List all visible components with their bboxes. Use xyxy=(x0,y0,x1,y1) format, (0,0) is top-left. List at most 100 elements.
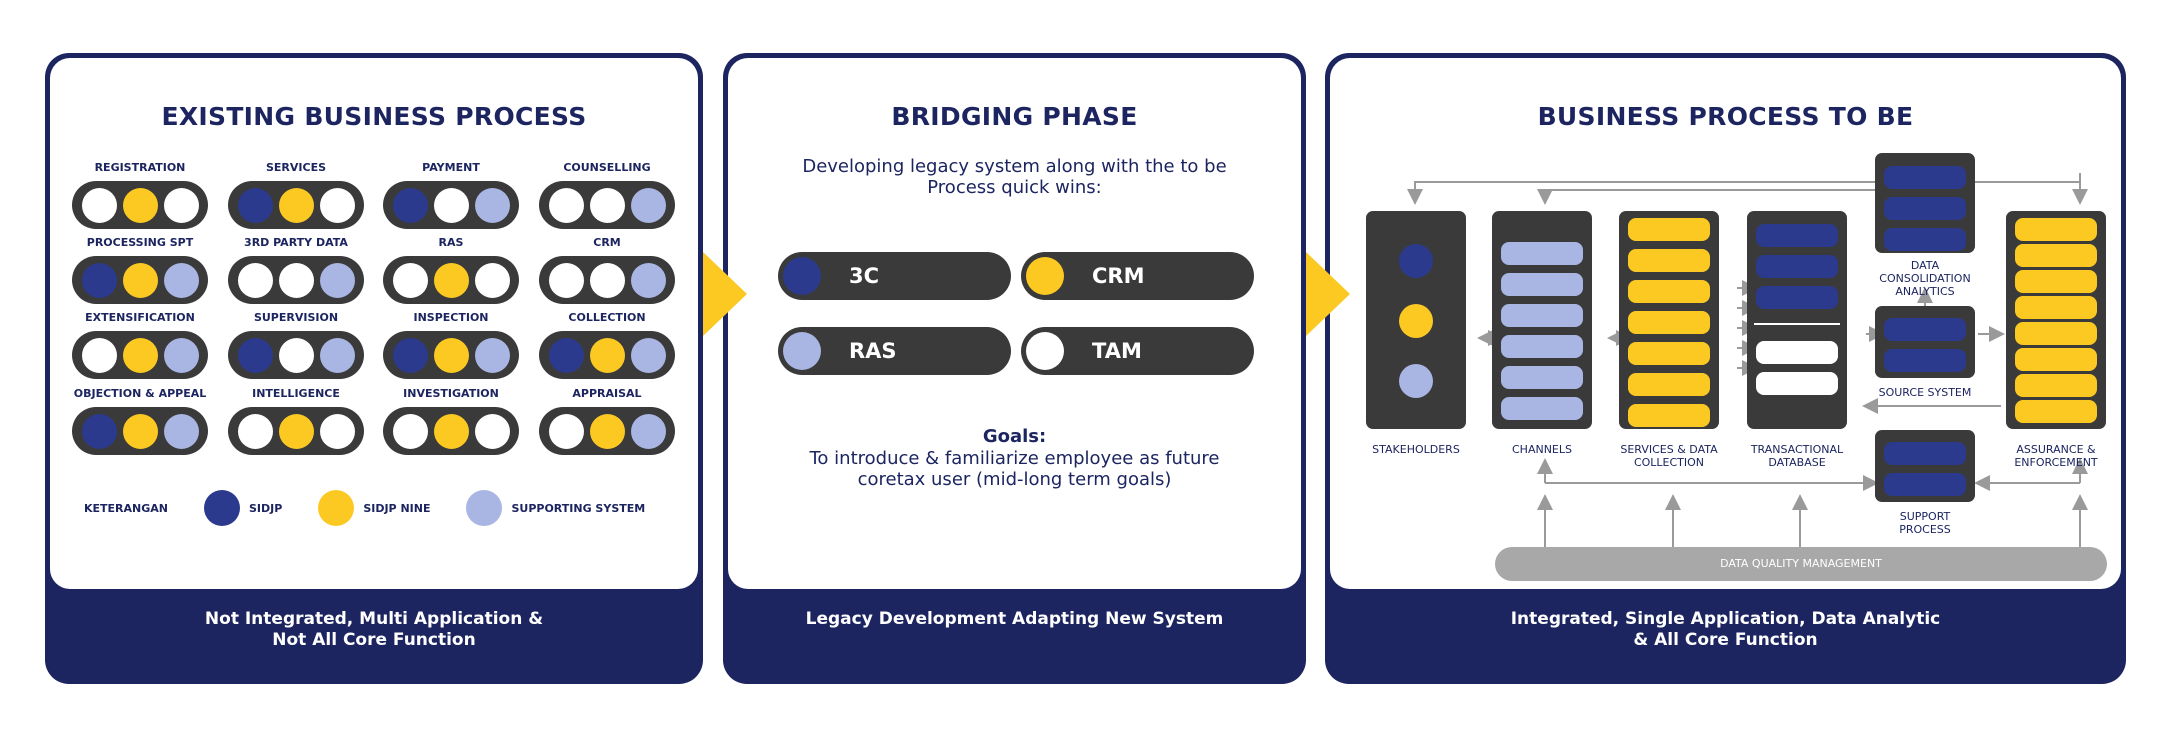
stakeholder-dot xyxy=(1399,244,1433,278)
system-pill xyxy=(383,256,519,304)
process-group: SUPERVISION xyxy=(226,311,366,379)
system-pill xyxy=(539,407,675,455)
services-block xyxy=(1619,211,1719,429)
process-group-label: SUPERVISION xyxy=(253,311,339,324)
analytics-block xyxy=(1875,153,1975,253)
system-pill xyxy=(228,407,364,455)
bridging-phase-footer: Legacy Development Adapting New System xyxy=(805,609,1224,629)
assurance-bar xyxy=(2015,244,2097,267)
system-dot-white xyxy=(433,187,469,223)
chevron-right-icon xyxy=(1306,252,1350,336)
system-dot-white xyxy=(392,413,428,449)
system-dot-light xyxy=(163,262,199,298)
transaction-divider xyxy=(1754,323,1840,325)
support-bar xyxy=(1884,473,1966,496)
process-group: SERVICES xyxy=(226,161,366,229)
support-bar xyxy=(1884,442,1966,465)
analytics-bar xyxy=(1884,228,1966,251)
system-dot-white xyxy=(392,262,428,298)
assurance-label: ASSURANCE & ENFORCEMENT xyxy=(2014,443,2098,469)
system-dot-white xyxy=(278,337,314,373)
source-system-label: SOURCE SYSTEM xyxy=(1878,386,1972,399)
flow-arrows xyxy=(1407,173,2088,547)
process-group-label: INSPECTION xyxy=(413,311,489,324)
support-process-label: SUPPORT PROCESS xyxy=(1899,510,1951,536)
system-pill xyxy=(383,181,519,229)
process-group-label: PAYMENT xyxy=(422,161,480,174)
system-dot-white xyxy=(237,262,273,298)
source-bar xyxy=(1884,349,1966,372)
analytics-bar xyxy=(1884,197,1966,220)
process-to-be-footer: Integrated, Single Application, Data Ana… xyxy=(1510,609,1941,650)
service-bar xyxy=(1628,311,1710,334)
system-dot-light xyxy=(630,337,666,373)
system-dot-navy xyxy=(81,413,117,449)
system-dot-yellow xyxy=(433,413,469,449)
stakeholders-label: STAKEHOLDERS xyxy=(1372,443,1460,456)
assurance-bar xyxy=(2015,374,2097,397)
system-pill xyxy=(228,331,364,379)
service-bar xyxy=(1628,218,1710,241)
channel-bar xyxy=(1501,335,1583,358)
stakeholder-dot xyxy=(1399,364,1433,398)
bridging-phase-content: BRIDGING PHASE Developing legacy system … xyxy=(728,58,1301,589)
legend-title: KETERANGAN xyxy=(84,501,168,515)
stakeholder-dot xyxy=(1399,304,1433,338)
system-dot-yellow xyxy=(278,187,314,223)
system-dot-light xyxy=(163,413,199,449)
process-group-label: PROCESSING SPT xyxy=(86,236,194,249)
analytics-bar xyxy=(1884,166,1966,189)
assurance-bar xyxy=(2015,400,2097,423)
system-dot-yellow xyxy=(122,413,158,449)
channel-bar xyxy=(1501,366,1583,389)
process-group: COUNSELLING xyxy=(537,161,677,229)
channel-bar xyxy=(1501,397,1583,420)
system-pill-3c: 3C xyxy=(778,252,1011,300)
existing-process-panel: EXISTING BUSINESS PROCESS REGISTRATION SE… xyxy=(45,53,703,684)
system-dot-light xyxy=(474,187,510,223)
support-process-block xyxy=(1875,430,1975,502)
system-dot-white xyxy=(278,262,314,298)
system-pill xyxy=(539,256,675,304)
system-dot-yellow xyxy=(122,187,158,223)
process-group-label: OBJECTION & APPEAL xyxy=(73,387,207,400)
process-group-label: INVESTIGATION xyxy=(403,387,499,400)
process-group: COLLECTION xyxy=(537,311,677,379)
process-group-label: 3RD PARTY DATA xyxy=(244,236,348,249)
process-group-label: REGISTRATION xyxy=(94,161,186,174)
system-dot-yellow xyxy=(589,337,625,373)
channel-bar xyxy=(1501,242,1583,265)
system-dot-white xyxy=(319,413,355,449)
system-dot-white xyxy=(81,337,117,373)
process-group: INTELLIGENCE xyxy=(226,387,366,455)
system-dot-navy xyxy=(237,337,273,373)
system-label-3c: 3C xyxy=(849,264,880,288)
system-dot-yellow xyxy=(589,413,625,449)
system-dot-light xyxy=(630,262,666,298)
bridging-phase-panel: BRIDGING PHASE Developing legacy system … xyxy=(723,53,1306,684)
existing-process-content: EXISTING BUSINESS PROCESS REGISTRATION SE… xyxy=(50,58,698,589)
system-dot-light xyxy=(163,337,199,373)
process-group: RAS xyxy=(381,236,521,304)
system-pill-crm: CRM xyxy=(1021,252,1254,300)
assurance-bar xyxy=(2015,218,2097,241)
legend-item-sidjp: SIDJP xyxy=(204,490,282,526)
transactional-block xyxy=(1747,211,1847,429)
system-dot-navy xyxy=(237,187,273,223)
process-group: EXTENSIFICATION xyxy=(70,311,210,379)
process-group-label: COLLECTION xyxy=(568,311,646,324)
process-group-label: COUNSELLING xyxy=(563,161,651,174)
system-dot-yellow xyxy=(122,262,158,298)
system-dot-light xyxy=(630,413,666,449)
existing-process-title: EXISTING BUSINESS PROCESS xyxy=(161,102,587,131)
service-bar xyxy=(1628,404,1710,427)
system-dot-light xyxy=(630,187,666,223)
process-group: PROCESSING SPT xyxy=(70,236,210,304)
bridging-phase-title: BRIDGING PHASE xyxy=(891,102,1138,131)
system-dot-crm xyxy=(1026,257,1064,295)
existing-process-footer: Not Integrated, Multi Application & Not … xyxy=(204,609,544,650)
assurance-bar xyxy=(2015,322,2097,345)
legend-label-sidjp: SIDJP xyxy=(249,501,283,515)
system-label-tam: TAM xyxy=(1092,339,1142,363)
system-label-crm: CRM xyxy=(1092,264,1145,288)
